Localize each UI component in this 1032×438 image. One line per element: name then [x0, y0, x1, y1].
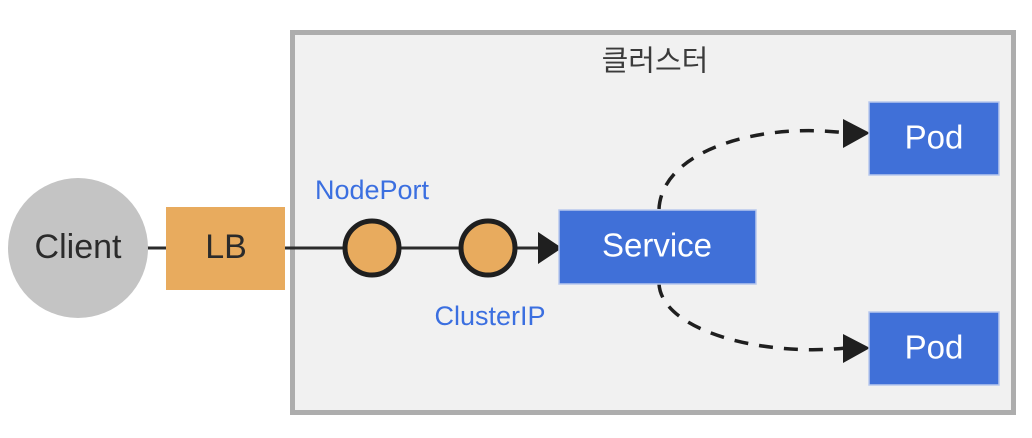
arrowhead-to-service [538, 232, 562, 264]
annotation-nodeport-label: NodePort [315, 175, 430, 205]
edge-service-to-pod-bottom [657, 283, 847, 352]
annotation-clusterip-label: ClusterIP [434, 301, 545, 331]
edge-service-to-pod-top [657, 128, 847, 210]
node-service-label: Service [602, 227, 712, 264]
node-clusterip-circle[interactable] [458, 218, 518, 278]
node-lb[interactable] [166, 207, 285, 290]
node-pod-bottom[interactable] [868, 311, 1000, 386]
node-pod-bottom-label: Pod [905, 329, 964, 366]
cluster-title-label: 클러스터 [602, 46, 709, 78]
node-pod-top-label: Pod [905, 119, 964, 156]
node-service[interactable] [558, 209, 757, 285]
node-pod-top[interactable] [868, 101, 1000, 176]
node-client-label: Client [35, 228, 122, 266]
arrowhead-to-pod-top [843, 119, 870, 148]
node-nodeport-circle[interactable] [342, 218, 402, 278]
arrowhead-to-pod-bottom [843, 334, 870, 363]
node-client[interactable] [8, 178, 148, 318]
node-lb-label: LB [205, 228, 247, 266]
